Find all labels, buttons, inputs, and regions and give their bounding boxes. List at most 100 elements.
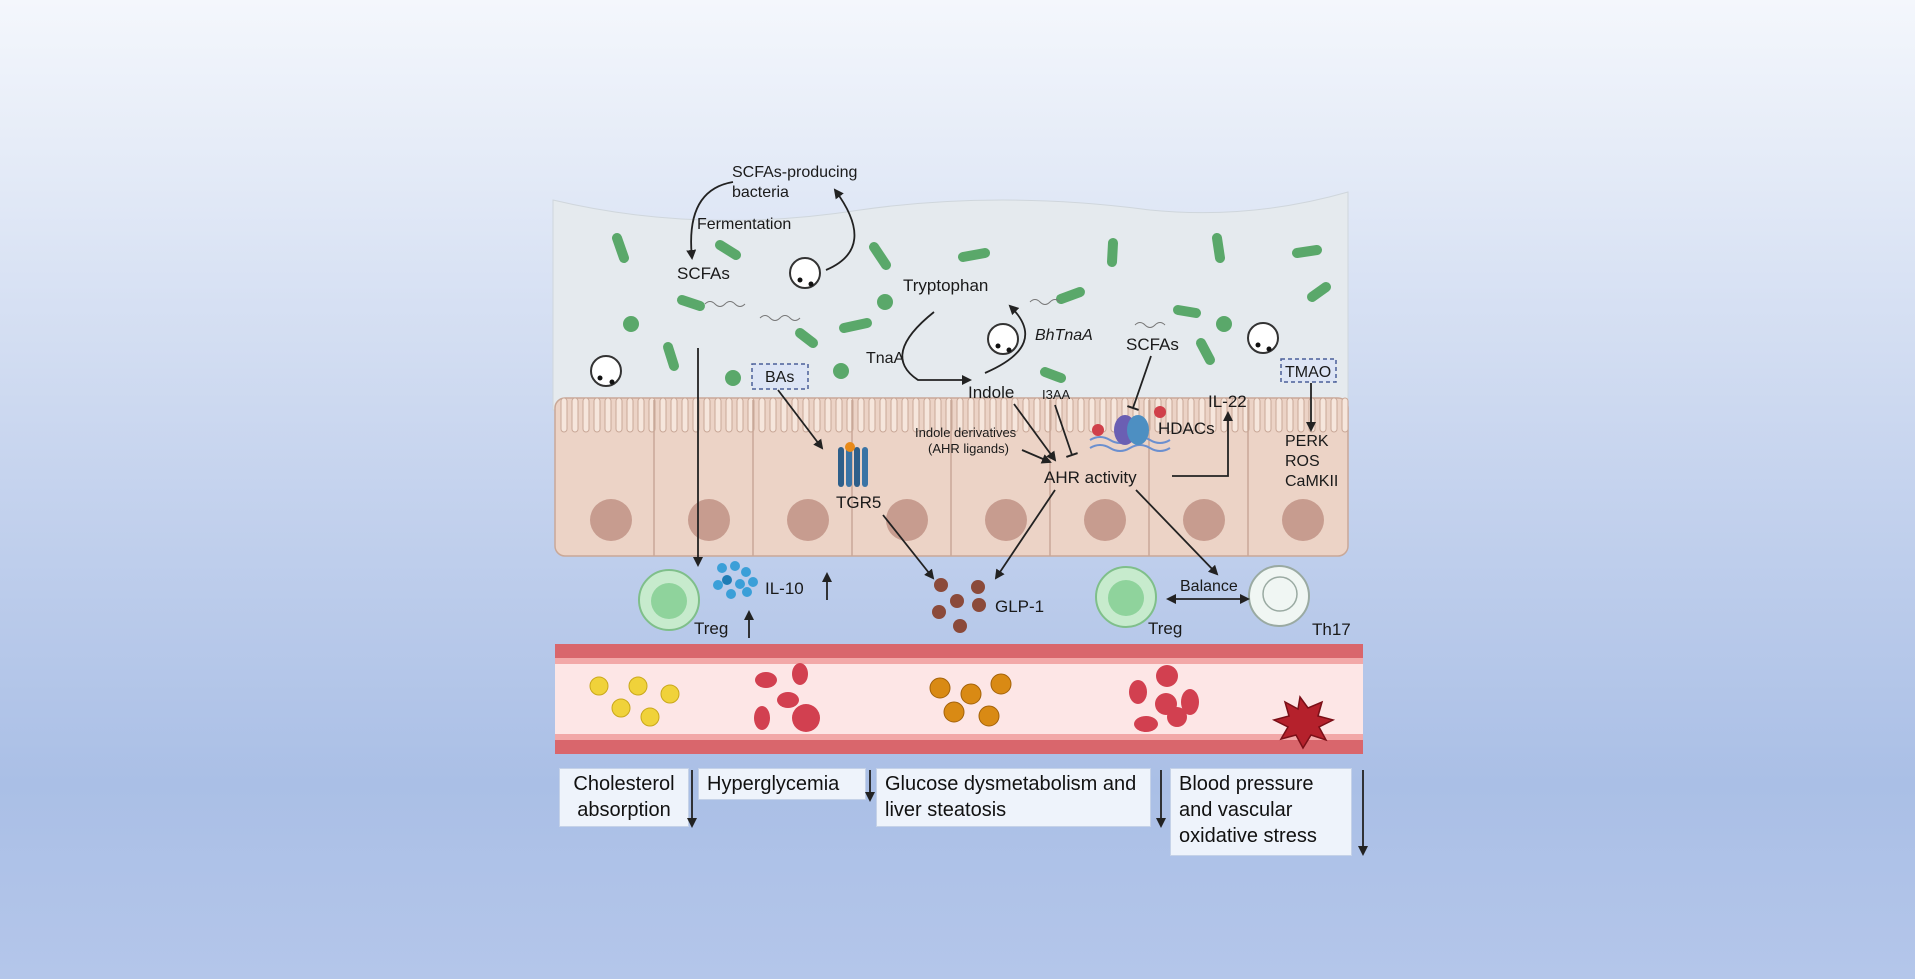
vesicles	[590, 257, 1279, 387]
fermentation-label: Fermentation	[697, 216, 791, 233]
vascular-red-cells	[1129, 665, 1199, 732]
i3aa-label: I3AA	[1042, 387, 1071, 402]
microvillus	[615, 397, 623, 433]
microvillus	[1000, 397, 1008, 433]
microvillus	[1209, 397, 1217, 433]
glp1-label: GLP-1	[995, 597, 1044, 616]
microvillus	[1187, 397, 1195, 433]
th17-cell	[1248, 565, 1310, 627]
treg-label-right: Treg	[1148, 619, 1182, 638]
microvillus	[879, 397, 887, 433]
treg-cell-right	[1095, 566, 1157, 628]
down-arrow-cholesterol	[687, 770, 697, 828]
outcome-hyperglycemia: Hyperglycemia	[698, 768, 866, 800]
down-arrow-hyperglycemia	[865, 770, 875, 802]
microvillus	[659, 397, 667, 433]
hdac-complex-icon	[1089, 406, 1171, 452]
treg-label-left: Treg	[694, 619, 728, 638]
microvillus	[1077, 397, 1085, 433]
blood-vessel	[555, 644, 1363, 754]
cocci	[623, 294, 1232, 386]
il22-label: IL-22	[1208, 392, 1247, 411]
tgr5-label: TGR5	[836, 493, 881, 512]
microvillus	[736, 397, 744, 433]
il10-label: IL-10	[765, 579, 804, 598]
arrows	[686, 181, 1316, 638]
microvillus	[1165, 397, 1173, 433]
microvillus	[758, 397, 766, 433]
microvillus	[703, 397, 711, 433]
ahr-ligands-label: (AHR ligands)	[928, 441, 1009, 456]
microvillus	[857, 397, 865, 433]
microvillus	[593, 397, 601, 433]
microvillus	[1033, 397, 1041, 433]
microvillus	[1308, 397, 1316, 433]
microvillus	[1264, 397, 1272, 433]
lipid-particles	[929, 673, 1012, 727]
tmao-label: TMAO	[1285, 364, 1331, 381]
scfas-label-right: SCFAs	[1126, 335, 1179, 354]
microvillus	[1330, 397, 1338, 433]
microvilli	[560, 397, 1349, 433]
outcome-cholesterol-text: Cholesterol absorption	[573, 773, 675, 821]
ahr-activity-label: AHR activity	[1044, 468, 1137, 487]
microvillus	[1088, 397, 1096, 433]
microvillus	[780, 397, 788, 433]
microvillus	[604, 397, 612, 433]
microvillus	[813, 397, 821, 433]
bas-box	[751, 363, 809, 390]
cholesterol-particles	[589, 676, 680, 727]
outcome-blood-pressure-text: Blood pressure and vascular oxidative st…	[1179, 773, 1317, 847]
outcome-glucose-steatosis: Glucose dysmetabolism and liver steatosi…	[876, 768, 1151, 827]
microvillus	[868, 397, 876, 433]
bhtnaa-label: BhTnaA	[1035, 327, 1093, 344]
squiggles	[704, 299, 1166, 328]
microvillus	[1198, 397, 1206, 433]
indole-label: Indole	[968, 383, 1014, 402]
microvillus	[725, 397, 733, 433]
microvillus	[890, 397, 898, 433]
microvillus	[978, 397, 986, 433]
microvillus	[681, 397, 689, 433]
microvillus	[934, 397, 942, 433]
microvillus	[626, 397, 634, 433]
scfas-label-left: SCFAs	[677, 264, 730, 283]
outcome-hyperglycemia-text: Hyperglycemia	[707, 773, 840, 795]
glp1-molecules	[932, 578, 986, 633]
outcome-blood-pressure: Blood pressure and vascular oxidative st…	[1170, 768, 1352, 856]
down-arrow-blood-pressure	[1358, 770, 1368, 856]
tnaa-label: TnaA	[866, 350, 905, 367]
outcome-cholesterol: Cholesterol absorption	[559, 768, 689, 827]
indole-derivatives-label: Indole derivatives	[915, 425, 1017, 440]
microvillus	[1066, 397, 1074, 433]
microvillus	[637, 397, 645, 433]
microvillus	[835, 397, 843, 433]
perk-label: PERK	[1285, 433, 1329, 450]
hdacs-label: HDACs	[1158, 419, 1215, 438]
microvillus	[1297, 397, 1305, 433]
bas-label: BAs	[765, 369, 794, 386]
microvillus	[901, 397, 909, 433]
microvillus	[670, 397, 678, 433]
microvillus	[967, 397, 975, 433]
microvillus	[1319, 397, 1327, 433]
microvillus	[560, 397, 568, 433]
bacteria	[612, 233, 1331, 383]
microvillus	[1176, 397, 1184, 433]
tryptophan-label: Tryptophan	[903, 276, 988, 295]
treg-cell-left	[638, 569, 700, 631]
balance-label: Balance	[1180, 578, 1238, 595]
ros-label: ROS	[1285, 453, 1320, 470]
tmao-box	[1280, 358, 1337, 383]
microvillus	[956, 397, 964, 433]
microvillus	[989, 397, 997, 433]
outcome-glucose-text: Glucose dysmetabolism and liver steatosi…	[885, 773, 1137, 821]
microvillus	[923, 397, 931, 433]
camkii-label: CaMKII	[1285, 473, 1338, 490]
microvillus	[1275, 397, 1283, 433]
microvillus	[912, 397, 920, 433]
microvillus	[1341, 397, 1349, 433]
th17-label: Th17	[1312, 620, 1351, 639]
